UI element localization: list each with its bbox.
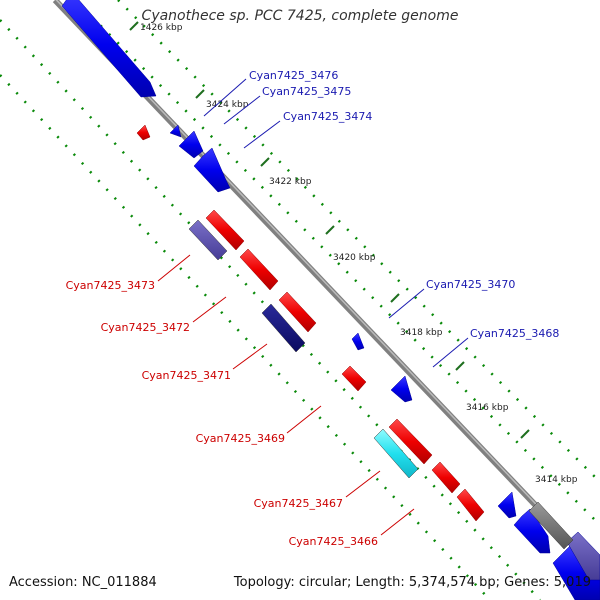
- kbp-label: 3418 kbp: [400, 328, 443, 338]
- gene-label[interactable]: Cyan7425_3475: [262, 85, 351, 98]
- kbp-tick: [520, 429, 530, 439]
- gene-box-slate[interactable]: [188, 219, 228, 261]
- label-leader-lines: [157, 78, 469, 536]
- leader-line: [286, 405, 322, 434]
- gene-box-slate[interactable]: [566, 531, 600, 581]
- gene-arrow-reverse[interactable]: [239, 248, 279, 291]
- leader-line: [203, 78, 247, 117]
- genome-title: Cyanothece sp. PCC 7425, complete genome: [141, 8, 459, 24]
- leader-line: [192, 296, 227, 323]
- gene-label[interactable]: Cyan7425_3466: [289, 535, 378, 548]
- leader-line: [157, 254, 191, 282]
- gene-arrow-forward[interactable]: [178, 130, 204, 159]
- forward-strand-genes: [61, 0, 600, 600]
- gene-label[interactable]: Cyan7425_3468: [470, 327, 559, 340]
- gene-arrow-forward[interactable]: [513, 508, 551, 554]
- forward-gene-labels: Cyan7425_3476 Cyan7425_3475 Cyan7425_347…: [249, 69, 559, 340]
- accession-text: Accession: NC_011884: [9, 575, 157, 590]
- kbp-tick: [455, 361, 465, 371]
- other-genes: [188, 219, 574, 550]
- gene-box-gray[interactable]: [528, 501, 574, 550]
- kbp-tick: [195, 89, 205, 99]
- gene-label[interactable]: Cyan7425_3469: [196, 432, 285, 445]
- leader-line: [345, 470, 381, 498]
- leader-line: [432, 337, 469, 368]
- leader-line: [243, 120, 281, 149]
- gene-arrow-forward[interactable]: [61, 0, 157, 98]
- gene-arrow-reverse[interactable]: [205, 209, 245, 251]
- gene-arrow-forward[interactable]: [390, 375, 413, 403]
- gene-arrow-forward[interactable]: [497, 491, 517, 519]
- gene-arrow-forward[interactable]: [169, 124, 182, 138]
- gene-arrow-reverse[interactable]: [456, 488, 485, 522]
- gene-arrow-reverse[interactable]: [278, 291, 317, 333]
- reverse-gene-labels: Cyan7425_3473 Cyan7425_3472 Cyan7425_347…: [66, 279, 378, 548]
- dotted-track-outer-right: [117, 0, 600, 483]
- gene-arrow-forward[interactable]: [193, 147, 231, 193]
- gene-arrow-reverse[interactable]: [136, 124, 151, 141]
- leader-line: [388, 288, 425, 319]
- gene-label[interactable]: Cyan7425_3473: [66, 279, 155, 292]
- gene-label[interactable]: Cyan7425_3471: [142, 369, 231, 382]
- kbp-tick: [390, 293, 400, 303]
- gene-label[interactable]: Cyan7425_3467: [254, 497, 343, 510]
- kbp-tick: [129, 21, 139, 31]
- gene-arrow-reverse[interactable]: [341, 365, 367, 392]
- kbp-label: 3414 kbp: [535, 475, 578, 485]
- gene-arrow-reverse[interactable]: [431, 461, 461, 494]
- gene-label[interactable]: Cyan7425_3476: [249, 69, 338, 82]
- gene-arrow-forward[interactable]: [351, 332, 365, 351]
- kbp-scale: 1426 kbp 3424 kbp 3422 kbp 3420 kbp 3418…: [129, 21, 578, 485]
- gene-label[interactable]: Cyan7425_3472: [101, 321, 190, 334]
- leader-line: [223, 95, 261, 125]
- kbp-tick: [325, 225, 335, 235]
- gene-arrow-reverse[interactable]: [388, 418, 433, 465]
- kbp-label: 3424 kbp: [206, 100, 249, 110]
- gene-label[interactable]: Cyan7425_3470: [426, 278, 515, 291]
- kbp-label: 3420 kbp: [333, 253, 376, 263]
- kbp-label: 3422 kbp: [269, 177, 312, 187]
- gene-label[interactable]: Cyan7425_3474: [283, 110, 372, 123]
- leader-line: [380, 508, 415, 536]
- reverse-strand-genes: [136, 124, 485, 522]
- leader-line: [232, 343, 268, 370]
- gene-box-cyan[interactable]: [373, 428, 419, 479]
- kbp-label: 1426 kbp: [140, 23, 183, 33]
- genome-summary-text: Topology: circular; Length: 5,374,574 bp…: [233, 575, 591, 590]
- kbp-label: 3416 kbp: [466, 403, 509, 413]
- kbp-tick: [260, 157, 270, 167]
- gene-box-navy[interactable]: [261, 303, 306, 353]
